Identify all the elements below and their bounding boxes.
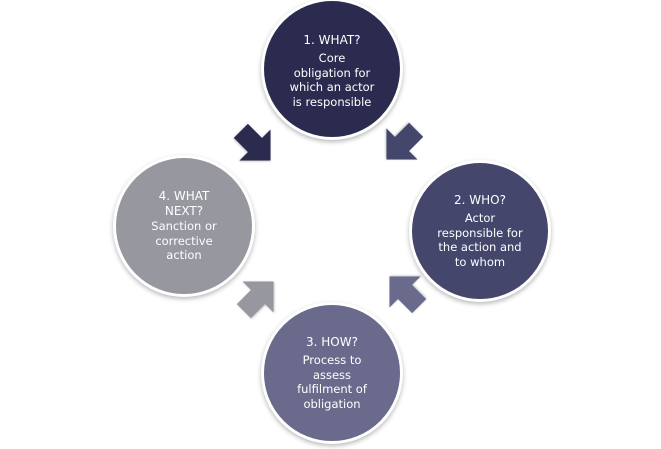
arrow-what-to-who-icon bbox=[231, 121, 279, 169]
step-what-circle: 1. WHAT? Core obligation for which an ac… bbox=[261, 0, 403, 140]
step-who-title: 2. WHO? bbox=[454, 193, 506, 207]
step-who-description: Actor responsible for the action and to … bbox=[437, 211, 523, 269]
step-what-description: Core obligation for which an actor is re… bbox=[289, 51, 375, 109]
step-how-description: Process to assess fulfilment of obligati… bbox=[297, 353, 367, 411]
step-who-circle: 2. WHO? Actor responsible for the action… bbox=[409, 160, 551, 302]
step-what-next-circle: 4. WHAT NEXT? Sanction or corrective act… bbox=[113, 155, 255, 297]
arrow-what-next-to-what-icon bbox=[234, 273, 282, 321]
step-what-next-description: Sanction or corrective action bbox=[151, 219, 217, 263]
arrow-who-to-how-icon bbox=[378, 120, 426, 168]
step-what-next-title: 4. WHAT NEXT? bbox=[158, 189, 210, 219]
step-how-title: 3. HOW? bbox=[306, 335, 358, 349]
step-what-title: 1. WHAT? bbox=[303, 33, 361, 47]
step-how-circle: 3. HOW? Process to assess fulfilment of … bbox=[261, 302, 403, 444]
arrow-how-to-what-next-icon bbox=[381, 268, 429, 316]
